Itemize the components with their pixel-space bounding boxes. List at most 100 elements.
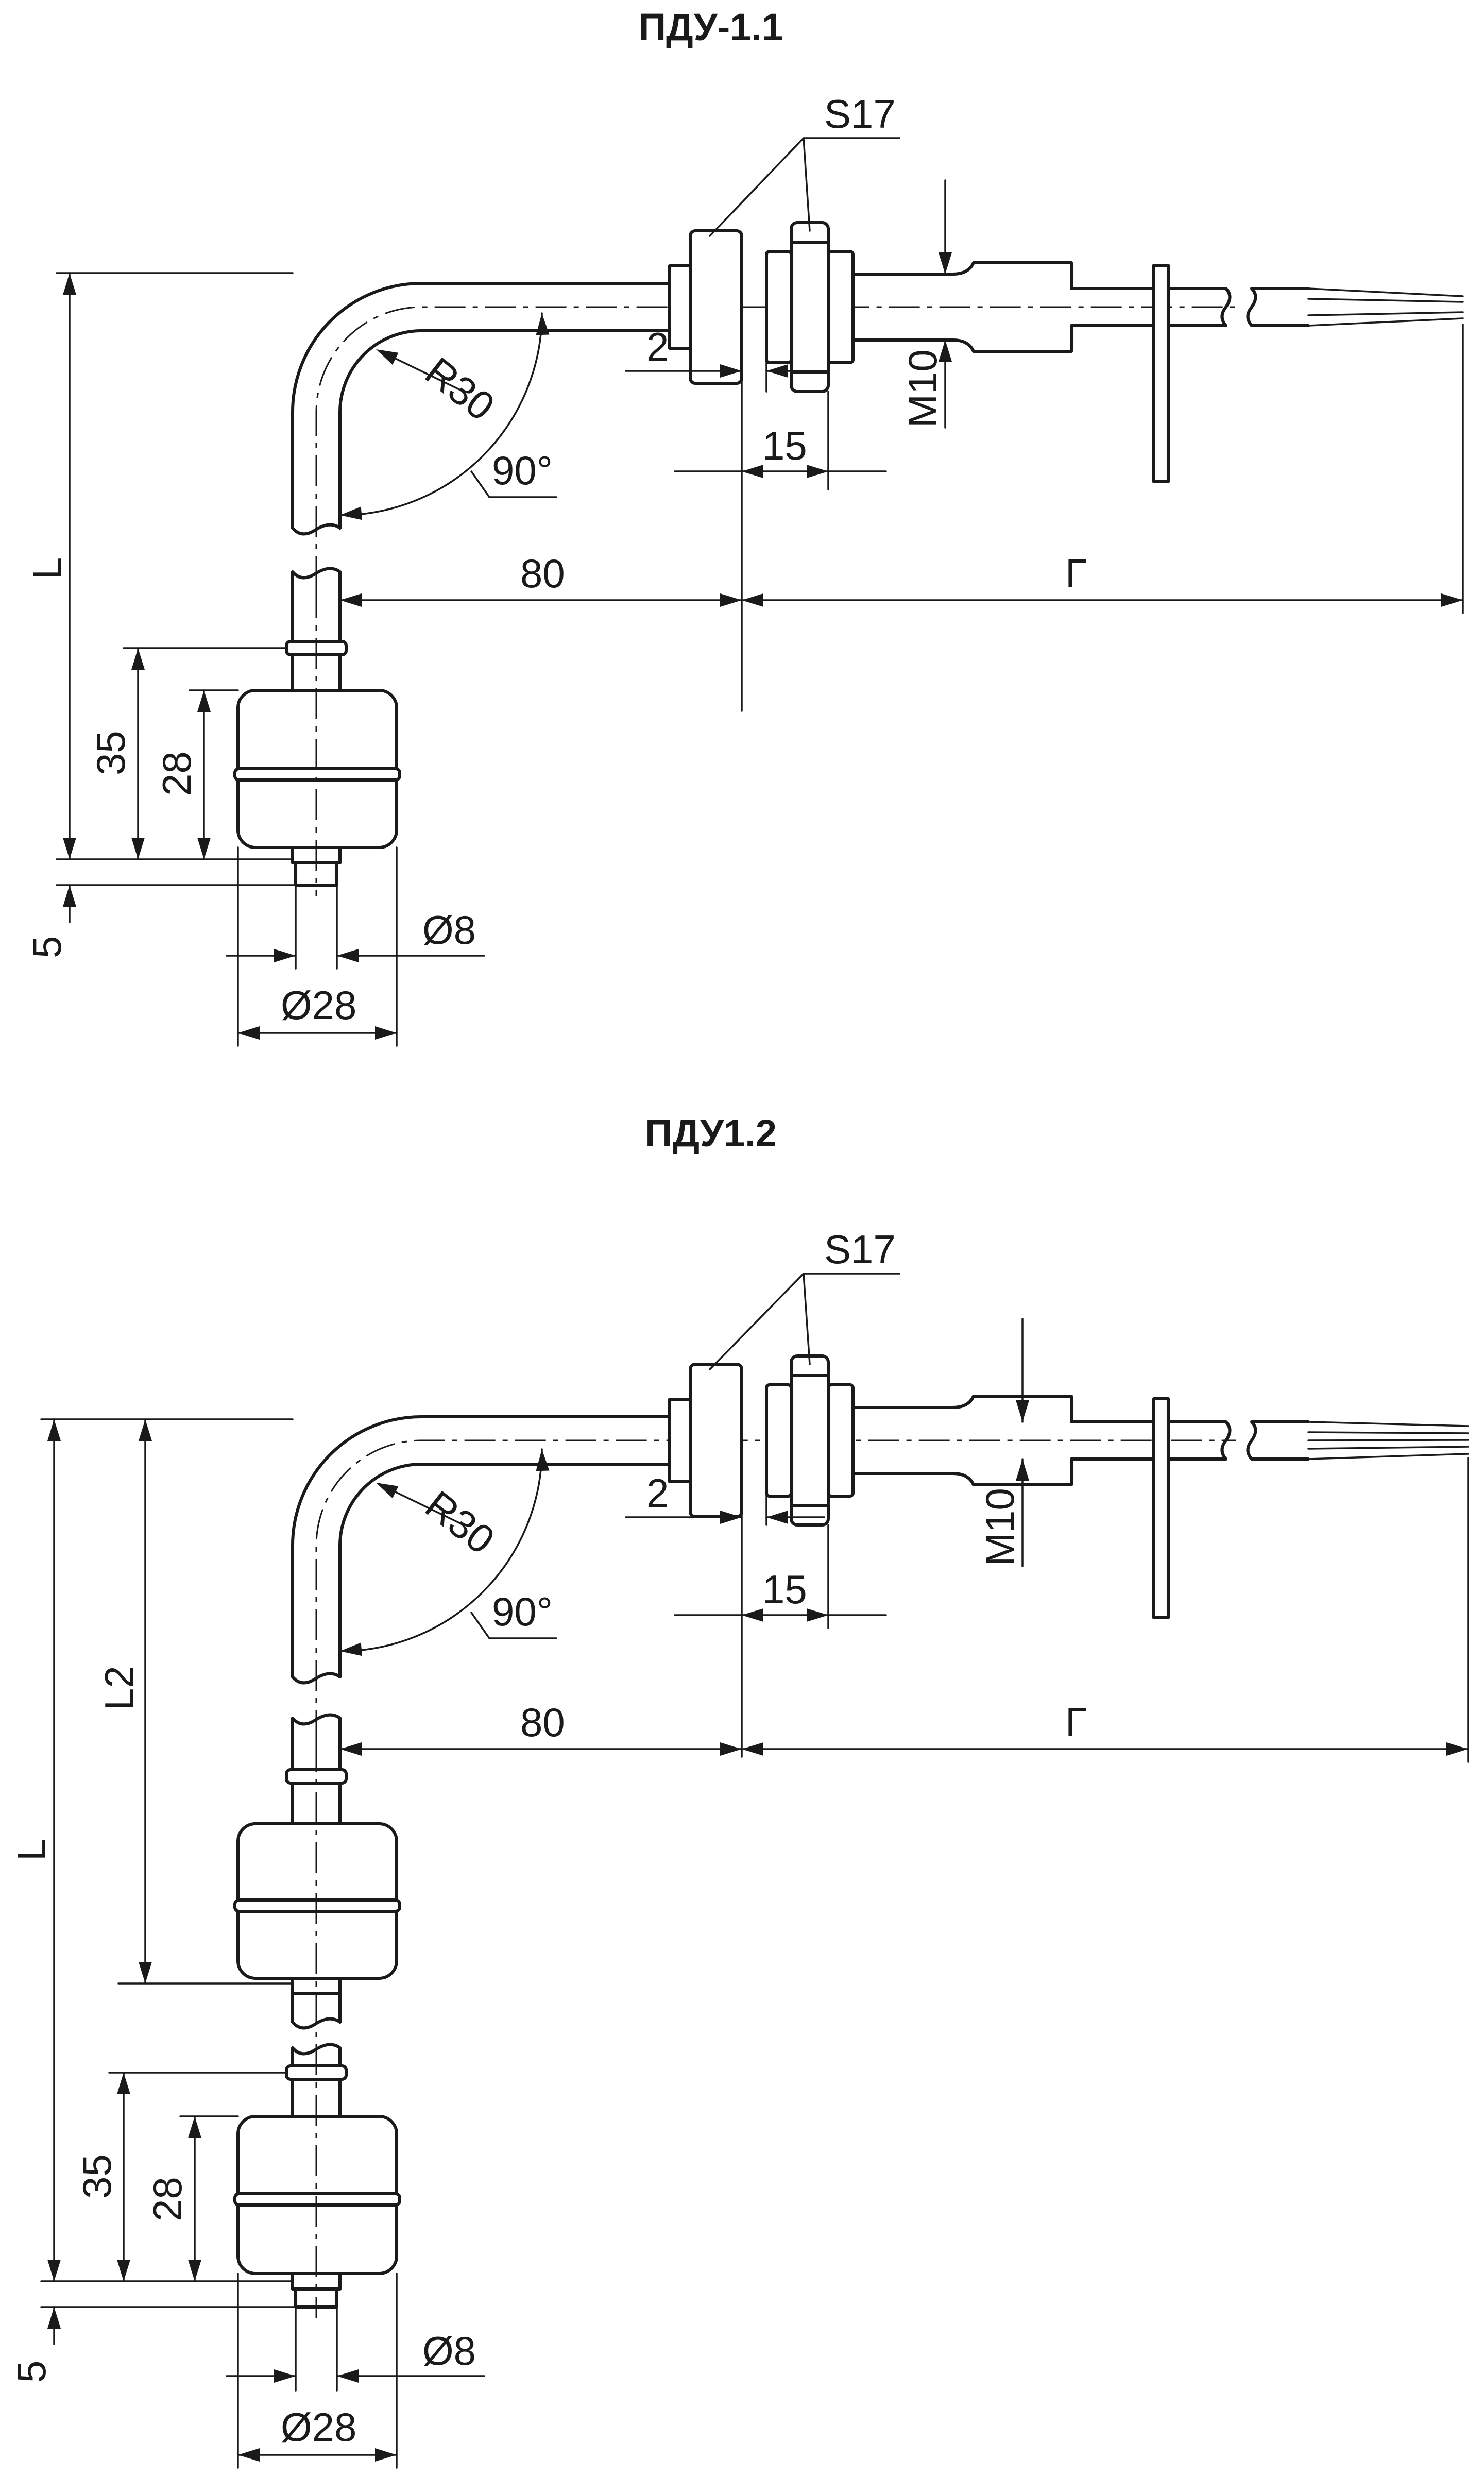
arrow xyxy=(535,1449,550,1471)
dim-15-label: 15 xyxy=(762,423,807,468)
threaded-shank xyxy=(851,1395,1073,1486)
L2-label: L2 xyxy=(96,1666,142,1710)
d28-label: Ø28 xyxy=(281,982,356,1028)
arrow xyxy=(1446,1742,1468,1756)
tube-centerline xyxy=(315,306,1236,587)
angle-arc xyxy=(339,1448,543,1652)
arrow xyxy=(939,252,952,274)
arrow xyxy=(47,2307,61,2329)
dim-2-label: 2 xyxy=(646,1470,669,1516)
ext-lines-d28 xyxy=(237,2273,398,2469)
angle-arc xyxy=(339,312,543,516)
tube-centerline xyxy=(315,1439,1236,1741)
cable-end xyxy=(1246,287,1310,327)
arrow xyxy=(197,838,211,859)
cable-tag xyxy=(1152,1397,1170,1619)
angle-leader xyxy=(470,1612,557,1639)
arrow xyxy=(63,838,76,859)
angle-label: 90° xyxy=(492,448,553,493)
dim-35-label: 35 xyxy=(74,2154,120,2199)
arrow xyxy=(375,2448,397,2462)
arrow xyxy=(373,343,399,365)
arrow xyxy=(720,1742,742,1756)
r30-leader xyxy=(383,1485,465,1526)
fitting-flange xyxy=(689,1363,743,1518)
arrow xyxy=(1441,593,1463,607)
arrow xyxy=(188,2116,201,2138)
arrow xyxy=(117,2073,130,2094)
tube-between xyxy=(291,1992,342,2024)
arrow xyxy=(47,2260,61,2281)
tube-inner-edge xyxy=(338,329,671,530)
L-label: L xyxy=(9,1839,54,1861)
tube-stem-2 xyxy=(291,2078,342,2118)
arrow xyxy=(47,1419,61,1441)
tube-lower-2 xyxy=(291,2043,342,2067)
fitting-flange xyxy=(689,229,743,385)
arrow xyxy=(375,1026,397,1040)
dim-28-label: 28 xyxy=(154,751,199,796)
arrow xyxy=(63,273,76,295)
arrow xyxy=(373,1477,399,1499)
dim-80-label: 80 xyxy=(520,551,565,596)
ext-lines-d8 xyxy=(295,2306,338,2392)
dim-28-label: 28 xyxy=(145,2177,190,2221)
threaded-shank xyxy=(851,261,1073,353)
arrow xyxy=(131,648,145,670)
arrow xyxy=(339,506,362,522)
tube-tip xyxy=(294,861,338,887)
cable xyxy=(1070,1420,1227,1461)
arrow xyxy=(1016,1459,1029,1481)
s17-label: S17 xyxy=(824,1227,896,1272)
cable-end xyxy=(1246,1420,1310,1461)
tube-break-top xyxy=(291,523,342,536)
tube-stem xyxy=(291,1782,342,1825)
arrow xyxy=(807,1608,828,1622)
arrow xyxy=(766,1511,788,1524)
arrow xyxy=(742,593,763,607)
tube-lower xyxy=(291,1713,342,1771)
d28-label: Ø28 xyxy=(281,2404,356,2450)
arrow xyxy=(117,2260,130,2281)
dim-5-label: 5 xyxy=(24,936,70,958)
hex-nut xyxy=(790,1354,830,1527)
arrow xyxy=(340,1742,362,1756)
locknut-front xyxy=(765,250,793,364)
tube-outer-edge xyxy=(291,1415,671,1678)
arrow xyxy=(337,949,359,962)
r30-label: R30 xyxy=(417,1482,503,1563)
ext-lines-d28 xyxy=(237,846,398,1047)
dim-5-label: 5 xyxy=(9,2361,54,2383)
m10-label: M10 xyxy=(977,1488,1022,1566)
d8-label: Ø8 xyxy=(422,907,476,953)
cable xyxy=(1070,287,1227,327)
arrow xyxy=(274,2369,296,2383)
float-lower-seam xyxy=(233,2192,401,2207)
tube-break-top xyxy=(291,1672,342,1685)
locknut-back xyxy=(827,1383,855,1498)
cable-tag xyxy=(1152,264,1170,483)
drawing-title: ПДУ-1.1 xyxy=(639,6,783,48)
arrow xyxy=(188,2260,201,2281)
dim-35-label: 35 xyxy=(88,731,133,775)
d8-label: Ø8 xyxy=(422,2328,476,2373)
tube-break-mid xyxy=(291,2017,342,2030)
gamma-label: Г xyxy=(1065,551,1087,596)
hex-nut xyxy=(790,221,830,393)
tube-outer-edge xyxy=(291,282,671,530)
drawing-title: ПДУ1.2 xyxy=(645,1112,777,1155)
arrow xyxy=(766,364,788,378)
ext-lines-L xyxy=(56,272,297,886)
r30-label: R30 xyxy=(417,348,503,429)
cable-break-left xyxy=(1220,1420,1232,1461)
cable-wires xyxy=(1307,1421,1469,1460)
gamma-label: Г xyxy=(1065,1700,1087,1745)
s17-leader xyxy=(709,137,900,237)
locknut-front xyxy=(765,1383,793,1498)
drawing-pdu-1-1: ПДУ-1.1 S17 xyxy=(24,6,1464,1047)
arrow xyxy=(742,465,763,478)
arrow xyxy=(197,690,211,712)
arrow xyxy=(274,949,296,962)
arrow xyxy=(742,1608,763,1622)
